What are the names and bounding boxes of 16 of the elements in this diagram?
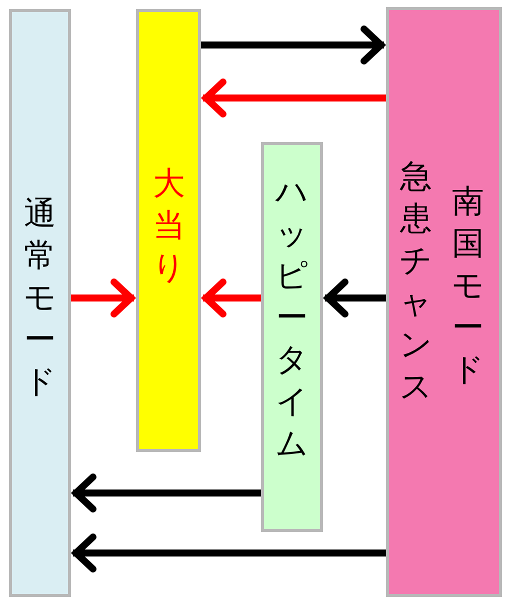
arrow [202, 78, 386, 118]
arrow [201, 26, 384, 64]
arrow [72, 474, 261, 512]
arrow [72, 534, 386, 572]
mode-box [386, 7, 502, 597]
box-label: ハッピータイム [275, 171, 309, 464]
arrow [71, 278, 134, 318]
box-label: 南国モード [451, 181, 485, 390]
box-label: 通常モード [23, 193, 57, 402]
arrow [202, 278, 261, 318]
box-label: 急患チャンス [399, 156, 433, 407]
mode-box [261, 142, 323, 532]
arrow [324, 278, 386, 318]
box-label: 大当り [152, 163, 186, 288]
mode-box [9, 9, 71, 597]
mode-box [136, 9, 201, 452]
